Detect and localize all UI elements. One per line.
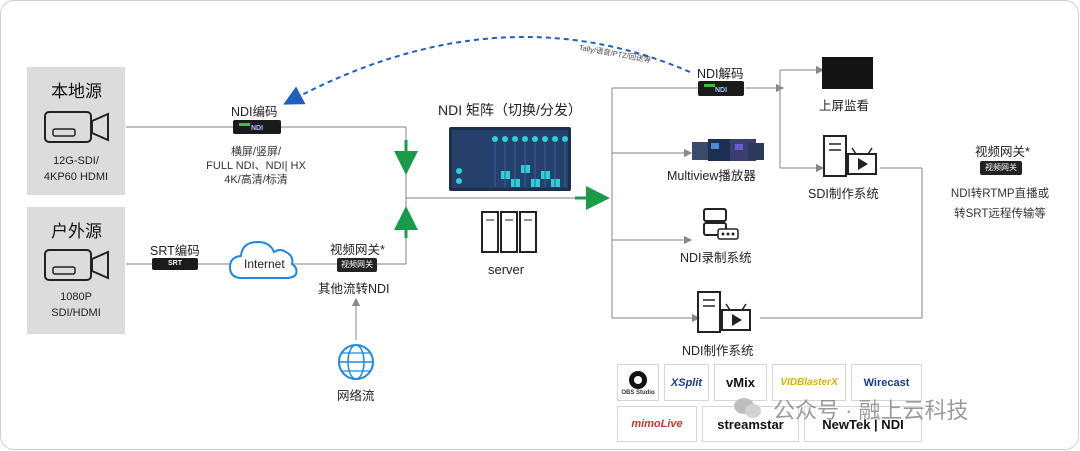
ndi-decoder-tag: NDI (714, 87, 728, 94)
watermark-text: 公众号 · 融上云科技 (773, 398, 969, 423)
outdoor-source-box: 户外源 1080P SDI/HDMI (27, 207, 125, 334)
camera-icon (44, 249, 109, 281)
server-label: server (488, 262, 525, 277)
srt-encoder-tag: SRT (168, 260, 182, 267)
cloud-label: Internet (244, 257, 285, 271)
production-system-icon (697, 291, 751, 333)
camera-icon (44, 111, 109, 143)
xsplit-logo: XSplit (664, 364, 709, 401)
srt-encoder-label: SRT编码 (150, 244, 200, 258)
cloud-icon (228, 240, 298, 279)
gateway-right-device: 视频网关 (980, 161, 1022, 175)
globe-icon (338, 344, 374, 380)
multiview-screens-icon (692, 139, 764, 161)
multiview-label: Multiview播放器 (667, 169, 756, 183)
outdoor-source-spec-2: SDI/HDMI (51, 307, 101, 319)
matrix-screen-icon (449, 127, 571, 191)
matrix-title: NDI 矩阵（切换/分发） (438, 102, 582, 118)
wechat-icon (734, 398, 761, 418)
server-icon (481, 211, 537, 253)
ndi-encoder-device: NDI (233, 120, 281, 134)
network-stream-label: 网络流 (337, 389, 375, 403)
recorder-label: NDI录制系统 (680, 251, 752, 265)
gateway-mid-note: 其他流转NDI (318, 282, 390, 296)
outdoor-source-spec: 1080P SDI/HDMI (27, 289, 125, 321)
vmix-logo: vMix (714, 364, 767, 401)
gateway-mid-label: 视频网关* (330, 243, 385, 257)
local-source-box: 本地源 12G-SDI/ 4KP60 HDMI (27, 67, 125, 195)
ndi-prod-label: NDI制作系统 (682, 344, 754, 358)
monitor-screen (822, 57, 873, 89)
ndi-encoder-tag: NDI (250, 125, 264, 132)
outdoor-source-title: 户外源 (51, 222, 102, 241)
outdoor-source-spec-1: 1080P (60, 291, 92, 303)
screen-label: 上屏监看 (819, 99, 870, 113)
ndi-decoder-label: NDI解码 (697, 67, 744, 81)
gateway-right-notes: NDI转RTMP直播或 转SRT远程传输等 (944, 184, 1056, 224)
srt-encoder-device: SRT (152, 258, 198, 270)
ndi-encoder-note-2: FULL NDI、NDI| HX (206, 160, 306, 172)
wirecast-logo: Wirecast (851, 364, 922, 401)
ndi-encoder-note-1: 横屏/竖屏/ (230, 146, 282, 158)
obs-logo-text: OBS Studio (621, 389, 655, 396)
local-source-spec-1: 12G-SDI/ (53, 155, 99, 167)
local-source-spec: 12G-SDI/ 4KP60 HDMI (27, 153, 125, 185)
local-source-spec-2: 4KP60 HDMI (43, 171, 109, 183)
sdi-prod-label: SDI制作系统 (808, 187, 879, 201)
mimolive-logo: mimoLive (617, 406, 697, 442)
gateway-right-note-2: 转SRT远程传输等 (954, 208, 1046, 220)
newtek-ndi-logo: NewTek | NDI (804, 406, 922, 442)
obs-icon (629, 370, 647, 389)
production-system-icon (823, 135, 877, 177)
gateway-right-note-1: NDI转RTMP直播或 (950, 188, 1050, 200)
ndi-encoder-label: NDI编码 (231, 105, 278, 119)
local-source-title: 本地源 (51, 82, 102, 101)
recorder-icon (703, 208, 739, 240)
gateway-right-label: 视频网关* (975, 145, 1030, 159)
ndi-encoder-note-3: 4K/高清/标清 (224, 174, 288, 186)
feedback-arc (283, 35, 691, 105)
gateway-mid-device: 视频网关 (337, 258, 377, 272)
obs-logo: OBS Studio (617, 364, 659, 401)
ndi-decoder-device: NDI (698, 81, 744, 96)
ndi-encoder-notes: 横屏/竖屏/ FULL NDI、NDI| HX 4K/高清/标清 (196, 145, 316, 187)
vidblaster-logo: VIDBlasterX (772, 364, 846, 401)
